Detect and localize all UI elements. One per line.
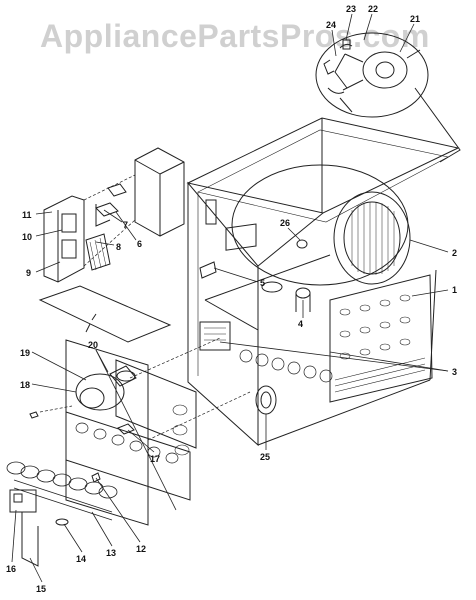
callout-25: 25 <box>260 452 270 462</box>
blower-motor-inset <box>315 32 429 118</box>
callout-labels: 1 2 3 4 5 6 7 8 9 10 11 12 13 14 15 16 1… <box>6 4 457 594</box>
callout-2: 2 <box>452 248 457 258</box>
callout-21: 21 <box>410 14 420 24</box>
callout-11: 11 <box>22 210 32 220</box>
callout-19: 19 <box>20 348 30 358</box>
inset-leader-line <box>414 87 461 163</box>
callout-14: 14 <box>76 554 86 564</box>
callout-6: 6 <box>137 239 142 249</box>
callout-20: 20 <box>88 340 98 350</box>
callout-9: 9 <box>26 268 31 278</box>
callout-5: 5 <box>260 278 265 288</box>
callout-22: 22 <box>368 4 378 14</box>
callout-17: 17 <box>150 454 160 464</box>
leader-lines <box>11 13 449 583</box>
callout-13: 13 <box>106 548 116 558</box>
callout-26: 26 <box>280 218 290 228</box>
callout-10: 10 <box>22 232 32 242</box>
callout-15: 15 <box>36 584 46 594</box>
callout-4: 4 <box>298 319 303 329</box>
control-box-assembly <box>43 147 185 283</box>
callout-8: 8 <box>116 242 121 252</box>
furnace-cabinet <box>186 117 460 447</box>
callout-18: 18 <box>20 380 30 390</box>
callout-3: 3 <box>452 367 457 377</box>
callout-23: 23 <box>346 4 356 14</box>
burner-panel-assembly <box>6 285 251 567</box>
callout-7: 7 <box>123 220 128 230</box>
callout-1: 1 <box>452 285 457 295</box>
callout-16: 16 <box>6 564 16 574</box>
callout-24: 24 <box>326 20 336 30</box>
callout-12: 12 <box>136 544 146 554</box>
watermark: AppliancePartsPros.com <box>40 18 430 54</box>
